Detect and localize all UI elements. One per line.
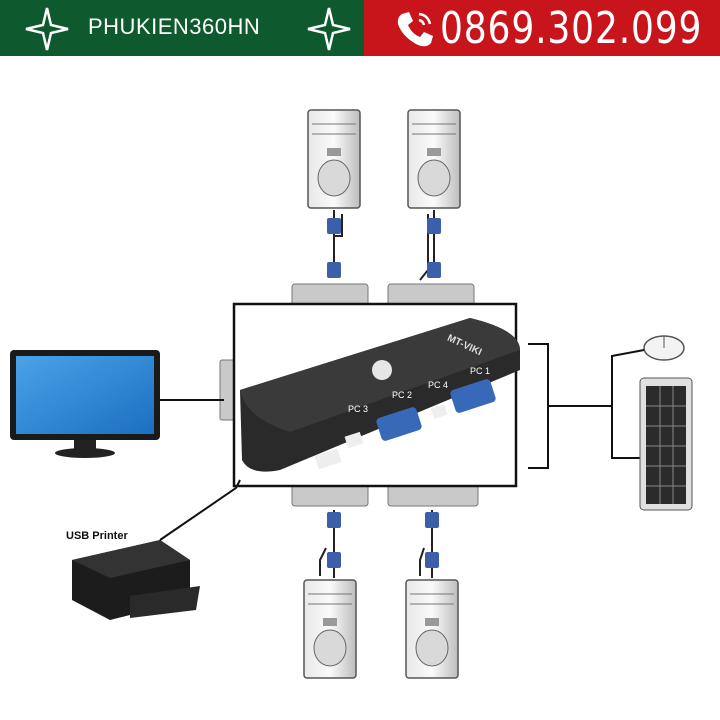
phone-icon	[392, 6, 438, 52]
pc-tower-top-right	[408, 110, 460, 208]
monitor	[10, 350, 160, 458]
port-label-pc1: PC 1	[470, 366, 490, 376]
phone-number: 0869.302.099	[440, 3, 702, 54]
usb-printer	[72, 540, 200, 620]
header-banner: PHUKIEN360HN 0869.302.099	[0, 0, 720, 56]
cables-top	[334, 210, 434, 280]
pc-tower-bottom-left	[304, 580, 356, 678]
star-icon	[24, 6, 70, 52]
printer-label: USB Printer	[66, 530, 128, 542]
mouse	[644, 336, 684, 360]
star-icon	[306, 6, 352, 52]
pc-tower-bottom-right	[406, 580, 458, 678]
pc-tower-top-left	[308, 110, 360, 208]
keyboard	[640, 378, 692, 510]
kvm-connection-diagram	[0, 56, 720, 720]
port-label-pc3: PC 3	[348, 404, 368, 414]
port-label-pc4: PC 4	[428, 380, 448, 390]
shop-name: PHUKIEN360HN	[88, 14, 260, 40]
bracket-right	[528, 344, 548, 468]
port-label-pc2: PC 2	[392, 390, 412, 400]
